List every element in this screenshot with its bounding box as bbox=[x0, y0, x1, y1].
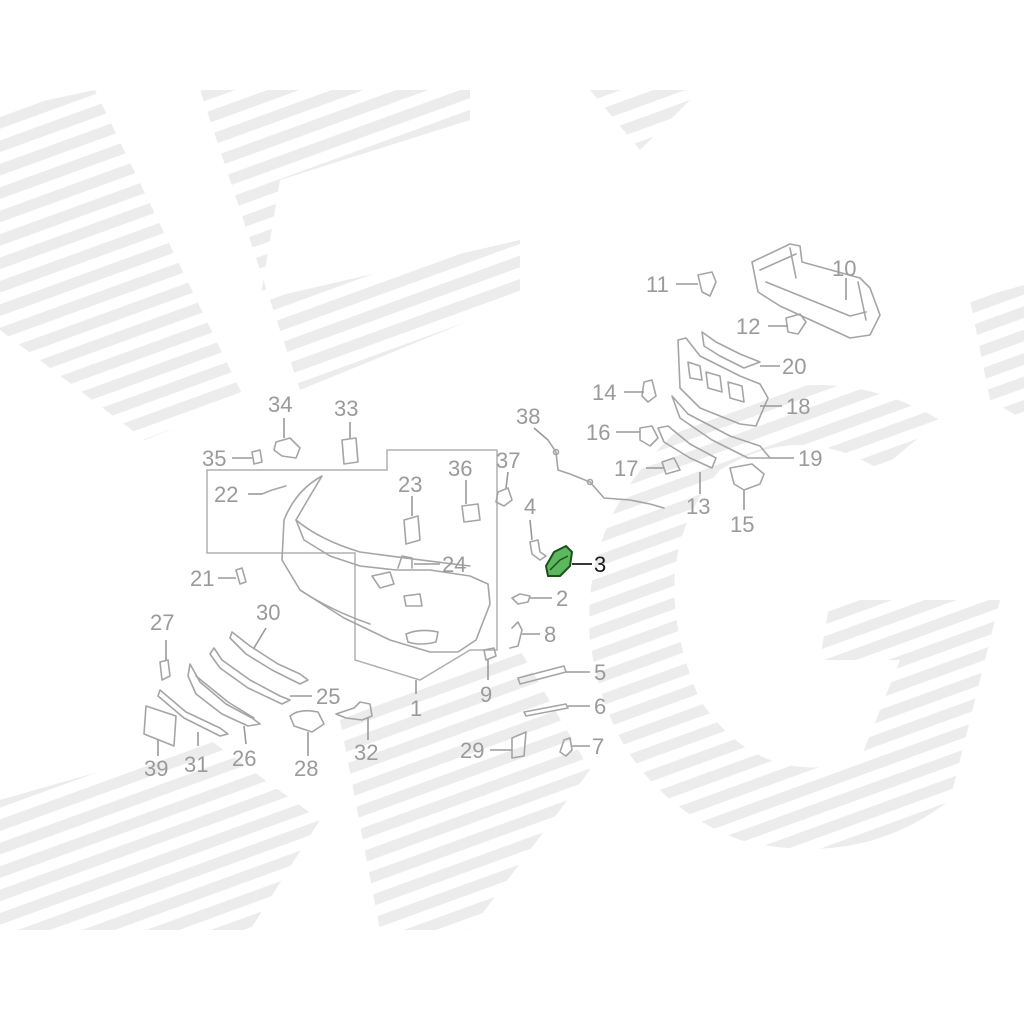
label-29: 29 bbox=[460, 738, 484, 763]
part-38-wiring-harness[interactable] bbox=[547, 439, 665, 509]
part-23-bracket[interactable] bbox=[403, 515, 421, 545]
part-1-bumper-cover[interactable] bbox=[281, 475, 491, 653]
label-21: 21 bbox=[190, 566, 214, 591]
label-36: 36 bbox=[448, 456, 472, 481]
label-12: 12 bbox=[736, 314, 760, 339]
part-28-fog-cover[interactable] bbox=[289, 709, 325, 733]
part-33-cover[interactable] bbox=[341, 437, 359, 465]
label-13: 13 bbox=[686, 494, 710, 519]
label-1: 1 bbox=[410, 696, 422, 721]
watermark bbox=[0, 90, 1024, 930]
part-17-clip[interactable] bbox=[661, 457, 681, 475]
label-6: 6 bbox=[594, 694, 606, 719]
part-12-bracket[interactable] bbox=[785, 313, 807, 335]
label-32: 32 bbox=[354, 740, 378, 765]
part-22-strip[interactable] bbox=[261, 485, 287, 495]
label-14: 14 bbox=[592, 380, 616, 405]
part-10-impact-bar[interactable] bbox=[751, 243, 881, 339]
label-20: 20 bbox=[782, 354, 806, 379]
label-7: 7 bbox=[592, 734, 604, 759]
label-11: 11 bbox=[646, 272, 669, 297]
part-20-upper-trim[interactable] bbox=[701, 331, 761, 369]
label-33: 33 bbox=[334, 396, 358, 421]
part-24-hook[interactable] bbox=[397, 555, 413, 569]
label-2: 2 bbox=[556, 586, 568, 611]
label-24: 24 bbox=[442, 552, 466, 577]
label-23: 23 bbox=[398, 472, 422, 497]
label-31: 31 bbox=[184, 752, 208, 777]
part-16-bracket[interactable] bbox=[639, 425, 659, 447]
label-28: 28 bbox=[294, 756, 318, 781]
part-11-bracket[interactable] bbox=[697, 271, 717, 297]
part-9-clip[interactable] bbox=[483, 647, 497, 661]
label-4: 4 bbox=[524, 494, 536, 519]
part-18-grille[interactable] bbox=[677, 337, 769, 427]
label-16: 16 bbox=[586, 420, 610, 445]
label-17: 17 bbox=[614, 456, 638, 481]
label-5: 5 bbox=[594, 660, 606, 685]
part-32-sensor[interactable] bbox=[335, 701, 373, 721]
label-25: 25 bbox=[316, 684, 340, 709]
label-22: 22 bbox=[214, 482, 238, 507]
label-10: 10 bbox=[832, 256, 856, 281]
part-7-bolt[interactable] bbox=[559, 737, 573, 757]
part-2-fastener[interactable] bbox=[511, 593, 531, 605]
label-9: 9 bbox=[480, 682, 492, 707]
part-14-clip[interactable] bbox=[641, 379, 657, 403]
part-8-bracket[interactable] bbox=[509, 621, 523, 649]
part-26-grille[interactable] bbox=[187, 663, 261, 727]
callout-labels: 11 10 12 20 14 18 38 16 19 17 13 15 37 3… bbox=[144, 256, 856, 781]
label-15: 15 bbox=[730, 512, 754, 537]
part-25-lower-grille[interactable] bbox=[209, 647, 291, 705]
part-6-strip[interactable] bbox=[523, 703, 569, 717]
label-18: 18 bbox=[786, 394, 810, 419]
label-27: 27 bbox=[150, 610, 174, 635]
label-35: 35 bbox=[202, 446, 226, 471]
label-38: 38 bbox=[516, 404, 540, 429]
label-39: 39 bbox=[144, 756, 168, 781]
leader-lines bbox=[157, 278, 847, 756]
part-21-clip[interactable] bbox=[235, 567, 247, 585]
group-frame bbox=[206, 449, 498, 681]
part-34-sensor-holder[interactable] bbox=[273, 437, 301, 459]
label-37: 37 bbox=[496, 448, 520, 473]
label-3: 3 bbox=[594, 552, 606, 577]
label-30: 30 bbox=[256, 600, 280, 625]
part-35-plug[interactable] bbox=[251, 449, 263, 465]
part-4-screw[interactable] bbox=[529, 539, 547, 561]
part-29-reflector[interactable] bbox=[511, 731, 527, 759]
part-3-sensor-bracket[interactable] bbox=[545, 545, 573, 577]
part-31-strip[interactable] bbox=[157, 689, 229, 737]
part-39-license-plate-holder[interactable] bbox=[143, 705, 177, 747]
label-8: 8 bbox=[544, 622, 556, 647]
label-34: 34 bbox=[268, 392, 292, 417]
part-13-grille-lower[interactable] bbox=[657, 425, 717, 469]
label-26: 26 bbox=[232, 746, 256, 771]
part-27-bracket[interactable] bbox=[159, 659, 171, 681]
part-37-clip[interactable] bbox=[495, 487, 513, 507]
part-36-sensor[interactable] bbox=[461, 503, 481, 523]
part-15-bracket[interactable] bbox=[729, 463, 765, 491]
label-19: 19 bbox=[798, 446, 822, 471]
part-30-grille-trim[interactable] bbox=[229, 631, 309, 685]
